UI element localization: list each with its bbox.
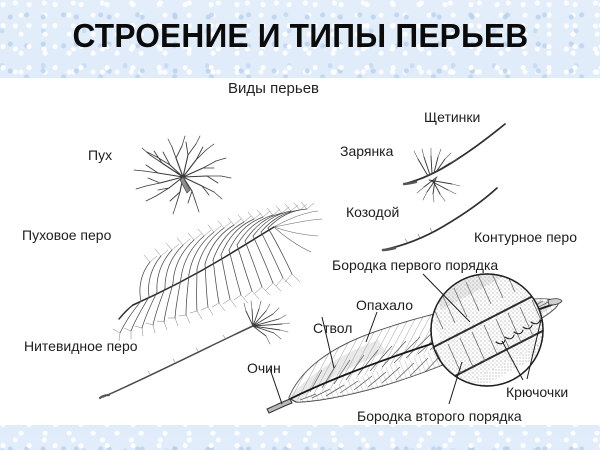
slide-title: СТРОЕНИЕ И ТИПЫ ПЕРЬЕВ bbox=[0, 16, 600, 56]
figure-heading: Виды перьев bbox=[228, 80, 320, 97]
label-vane: Опахало bbox=[356, 297, 413, 313]
label-hooklets: Крючочки bbox=[506, 384, 569, 400]
label-robin: Зарянка bbox=[340, 143, 394, 159]
illustration-panel bbox=[0, 78, 600, 425]
label-calamus: Очин bbox=[247, 360, 281, 376]
label-nightjar: Козодой bbox=[346, 204, 400, 220]
label-down: Пух bbox=[88, 147, 113, 163]
illustration-panel-inner bbox=[0, 78, 600, 425]
label-bristles: Щетинки bbox=[424, 109, 481, 125]
label-contour-feather: Контурное перо bbox=[474, 229, 578, 245]
label-filoplume: Нитевидное перо bbox=[24, 338, 138, 354]
label-barb-first-order: Бородка первого порядка bbox=[332, 257, 499, 273]
label-barb-second-order: Бородка второго порядка bbox=[357, 408, 522, 424]
slide-title-text: СТРОЕНИЕ И ТИПЫ ПЕРЬЕВ bbox=[72, 17, 528, 54]
label-down-feather: Пуховое перо bbox=[22, 227, 112, 243]
label-shaft: Ствол bbox=[313, 320, 353, 336]
